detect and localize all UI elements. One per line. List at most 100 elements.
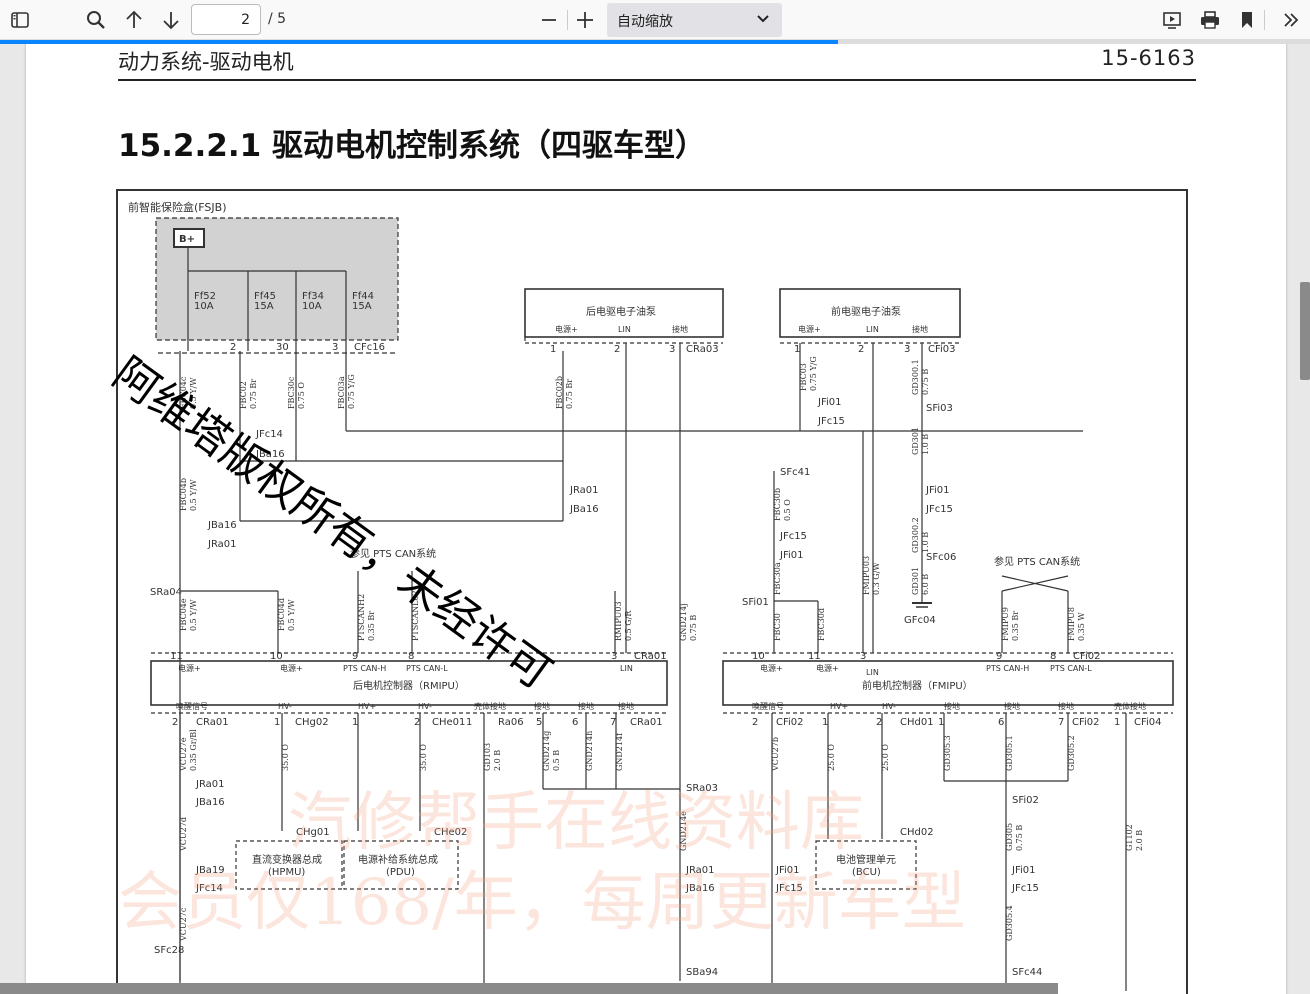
svg-text:CHe01: CHe01 [432, 717, 465, 728]
svg-text:GND214h: GND214h [585, 731, 594, 771]
bookmark-icon [1242, 12, 1252, 28]
pdf-page: 动力系统-驱动电机 15-6163 15.2.2.1 驱动电机控制系统（四驱车型… [26, 44, 1286, 994]
fsjb-connector: CFc16 [354, 342, 385, 353]
svg-text:FBC04e: FBC04e [179, 598, 188, 631]
svg-text:35.0 O: 35.0 O [419, 744, 428, 771]
svg-text:FMIPU8: FMIPU8 [1067, 607, 1076, 641]
hpmu-box [235, 840, 343, 890]
svg-text:0.5 Y/W: 0.5 Y/W [287, 599, 296, 631]
rear-pump-pin: LIN [618, 325, 631, 334]
find-button[interactable] [80, 4, 112, 36]
tools-menu-button[interactable] [1275, 4, 1307, 36]
svg-text:接地: 接地 [578, 701, 594, 711]
next-page-button[interactable] [155, 4, 187, 36]
can-reference: 参见 PTS CAN系统 [350, 547, 436, 560]
svg-text:电源+: 电源+ [280, 663, 303, 673]
svg-text:CRa01: CRa01 [630, 717, 663, 728]
svg-text:PTSCANL02: PTSCANL02 [411, 590, 420, 641]
svg-text:10: 10 [270, 651, 283, 662]
svg-text:0.75 Br: 0.75 Br [565, 379, 574, 409]
svg-text:HV-: HV- [278, 702, 292, 711]
connector-label: JBa16 [207, 520, 237, 531]
connector-label: JFi01 [925, 485, 949, 496]
horizontal-scrollbar[interactable] [0, 983, 1058, 994]
bookmark-button[interactable] [1231, 4, 1263, 36]
svg-text:接地: 接地 [534, 701, 550, 711]
document-viewer[interactable]: 动力系统-驱动电机 15-6163 15.2.2.1 驱动电机控制系统（四驱车型… [0, 44, 1310, 994]
print-button[interactable] [1194, 4, 1226, 36]
header-rule [118, 79, 1196, 81]
svg-text:FMIPU9: FMIPU9 [1001, 607, 1010, 641]
svg-text:HV+: HV+ [830, 702, 848, 711]
connector-label: JFc14 [195, 883, 223, 894]
svg-text:GD301: GD301 [911, 567, 920, 595]
svg-text:FBC30c: FBC30c [287, 376, 296, 409]
connector-label: SFi01 [742, 597, 769, 608]
svg-text:0.5 Y/W: 0.5 Y/W [189, 479, 198, 511]
zoom-in-button[interactable] [569, 4, 601, 36]
svg-text:3: 3 [904, 344, 910, 355]
connector-label: SBa94 [686, 967, 718, 978]
fuse-name: Ff44 [352, 291, 374, 302]
svg-text:0.75 O: 0.75 O [297, 382, 306, 409]
zoom-select[interactable]: 自动缩放 [607, 3, 782, 37]
front-pump-pin: 电源+ [798, 324, 821, 334]
svg-text:FBC04d: FBC04d [277, 598, 286, 631]
svg-text:0.5 G/R: 0.5 G/R [624, 610, 633, 641]
svg-text:0.35 Br: 0.35 Br [367, 611, 376, 641]
svg-text:2.0 B: 2.0 B [1135, 830, 1144, 851]
connector-label: JBa16 [195, 797, 225, 808]
svg-text:FBC30: FBC30 [773, 613, 782, 641]
connector-label: JFc15 [1011, 883, 1039, 894]
connector-label: JBa16 [569, 504, 599, 515]
presentation-mode-button[interactable] [1156, 4, 1188, 36]
svg-text:GD305: GD305 [1005, 823, 1014, 851]
page-count-label: / 5 [268, 11, 287, 27]
connector-label: JFi01 [817, 397, 841, 408]
svg-text:GD300.1: GD300.1 [911, 359, 920, 395]
svg-text:HV+: HV+ [358, 702, 376, 711]
svg-text:GD305.4: GD305.4 [1005, 905, 1014, 941]
connector-label: JFc15 [817, 416, 845, 427]
svg-text:LIN: LIN [620, 664, 633, 673]
connector-label: JBa16 [255, 449, 285, 460]
load-progress-fill [0, 40, 839, 44]
svg-text:FMIPU03: FMIPU03 [862, 556, 871, 595]
svg-text:6: 6 [572, 717, 578, 728]
previous-page-button[interactable] [118, 4, 150, 36]
connector-label: JFc15 [925, 504, 953, 515]
svg-text:9: 9 [352, 651, 358, 662]
svg-text:1.0 B: 1.0 B [921, 532, 930, 553]
svg-text:唤醒信号: 唤醒信号 [752, 701, 784, 711]
rear-pump-box [524, 288, 724, 338]
pdu-title: 电源补给系统总成 [358, 853, 438, 866]
svg-text:PTS CAN-L: PTS CAN-L [406, 664, 448, 673]
svg-text:CFi04: CFi04 [1134, 717, 1162, 728]
svg-text:2.0 B: 2.0 B [493, 750, 502, 771]
zoom-out-button[interactable] [533, 4, 565, 36]
svg-text:3: 3 [860, 651, 866, 662]
connector-label: SFc06 [926, 552, 956, 563]
connector-label: JFc15 [775, 883, 803, 894]
svg-text:35.0 O: 35.0 O [281, 744, 290, 771]
fuse-name: Ff52 [194, 291, 216, 302]
bcu-sub: (BCU) [852, 867, 881, 878]
svg-text:9: 9 [996, 651, 1002, 662]
svg-text:CRa01: CRa01 [196, 717, 229, 728]
rmipu-top-connector: CRa01 [634, 651, 667, 662]
connector-label: JFi01 [779, 550, 803, 561]
chevron-down-icon [757, 15, 769, 23]
vertical-scrollbar-thumb[interactable] [1300, 282, 1310, 380]
svg-text:接地: 接地 [1058, 701, 1074, 711]
svg-text:GD301: GD301 [911, 427, 920, 455]
svg-text:1: 1 [352, 717, 358, 728]
rear-pump-pin: 电源+ [555, 324, 578, 334]
svg-text:FBC02b: FBC02b [555, 376, 564, 409]
svg-text:0.75 Y/G: 0.75 Y/G [347, 374, 356, 409]
toolbar-separator [1264, 10, 1265, 30]
svg-text:VCU27d: VCU27d [179, 817, 188, 852]
sidebar-toggle-button[interactable] [4, 4, 36, 36]
connector-label: JRa01 [569, 485, 599, 496]
page-number-input[interactable] [191, 4, 261, 35]
svg-text:FBC30b: FBC30b [773, 488, 782, 521]
